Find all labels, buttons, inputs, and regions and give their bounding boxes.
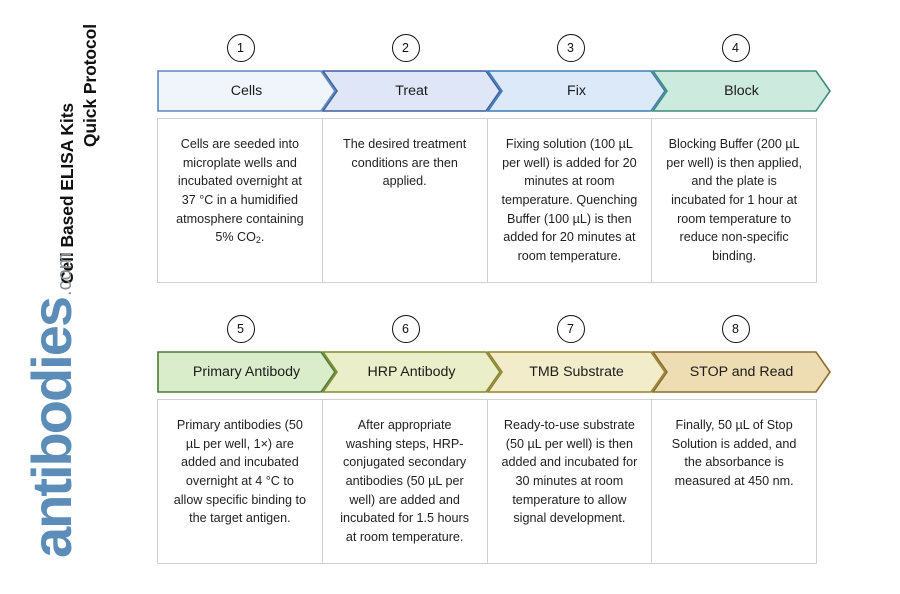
chevron-step-5[interactable]: Primary Antibody: [157, 351, 336, 393]
chevron-label-5: Primary Antibody: [192, 364, 301, 380]
description-box-step-3: Fixing solution (100 µL per well) is add…: [488, 119, 653, 282]
chevron-shape: [157, 70, 336, 112]
chevron-label-2: Treat: [395, 83, 428, 99]
description-text: Blocking Buffer (200 µL per well) is the…: [666, 137, 803, 263]
step-number-badge-7: 7: [556, 315, 585, 343]
page-title-line-2: Quick Protocol: [79, 24, 100, 148]
chevron-label-6: HRP Antibody: [367, 364, 456, 380]
chevron-shape: [322, 70, 501, 112]
chevron-label-4: Block: [724, 83, 759, 99]
description-text: Primary antibodies (50 µL per well, 1×) …: [173, 418, 307, 526]
description-box-step-6: After appropriate washing steps, HRP-con…: [323, 400, 488, 563]
chevron-label-3: Fix: [567, 83, 586, 99]
step-number-badge-2: 2: [391, 34, 420, 62]
chevron-strip-row-1: Cells Treat Fix Block: [157, 70, 840, 112]
chevron-shape: [652, 351, 831, 393]
description-text: Cells are seeded into microplate wells a…: [176, 137, 304, 246]
brand-name: antibodies: [20, 297, 83, 558]
description-box-step-2: The desired treatment conditions are the…: [323, 119, 488, 282]
brand-tld: .com: [54, 252, 76, 296]
chevron-label-1: Cells: [230, 83, 263, 99]
protocol-row-2: 5 6 7 8 Primary Antibody HRP Antibody TMB Sub…: [157, 315, 840, 564]
description-box-step-7: Ready-to-use substrate (50 µL per well) …: [488, 400, 653, 563]
chevron-step-3[interactable]: Fix: [487, 70, 666, 112]
description-text: Ready-to-use substrate (50 µL per well) …: [501, 418, 638, 526]
chevron-shape: [487, 351, 666, 393]
step-number-badge-8: 8: [721, 315, 750, 343]
protocol-row-1: 1 2 3 4 Cells Treat Fix Block Cells are seeded…: [157, 34, 840, 283]
step-number-badge-5: 5: [226, 315, 255, 343]
chevron-shape: [322, 351, 501, 393]
page-title: Cell Based ELISA Kits Quick Protocol: [56, 24, 116, 284]
description-box-step-8: Finally, 50 µL of Stop Solution is added…: [652, 400, 816, 563]
description-box-step-5: Primary antibodies (50 µL per well, 1×) …: [158, 400, 323, 563]
chevron-strip-row-2: Primary Antibody HRP Antibody TMB Substrat…: [157, 351, 840, 393]
step-badges-row-2: 5 6 7 8: [157, 315, 840, 351]
step-badges-row-1: 1 2 3 4: [157, 34, 840, 70]
brand-logo: antibodies .com: [20, 253, 94, 558]
description-box-step-1: Cells are seeded into microplate wells a…: [158, 119, 323, 282]
description-text: The desired treatment conditions are the…: [343, 137, 467, 189]
description-boxes-row-1: Cells are seeded into microplate wells a…: [157, 118, 817, 283]
step-number-badge-4: 4: [721, 34, 750, 62]
chevron-shape: [157, 351, 336, 393]
description-boxes-row-2: Primary antibodies (50 µL per well, 1×) …: [157, 399, 817, 564]
chevron-step-2[interactable]: Treat: [322, 70, 501, 112]
chevron-step-4[interactable]: Block: [652, 70, 831, 112]
chevron-shape: [487, 70, 666, 112]
step-number-badge-3: 3: [556, 34, 585, 62]
chevron-step-7[interactable]: TMB Substrate: [487, 351, 666, 393]
chevron-shape: [652, 70, 831, 112]
description-text: Finally, 50 µL of Stop Solution is added…: [671, 418, 797, 488]
description-text: After appropriate washing steps, HRP-con…: [340, 418, 470, 544]
step-number-badge-6: 6: [391, 315, 420, 343]
description-text: Fixing solution (100 µL per well) is add…: [501, 137, 638, 263]
chevron-label-8: STOP and Read: [689, 364, 794, 380]
step-number-badge-1: 1: [226, 34, 255, 62]
chevron-step-8[interactable]: STOP and Read: [652, 351, 831, 393]
chevron-label-7: TMB Substrate: [529, 364, 624, 380]
chevron-step-1[interactable]: Cells: [157, 70, 336, 112]
description-box-step-4: Blocking Buffer (200 µL per well) is the…: [652, 119, 816, 282]
chevron-step-6[interactable]: HRP Antibody: [322, 351, 501, 393]
